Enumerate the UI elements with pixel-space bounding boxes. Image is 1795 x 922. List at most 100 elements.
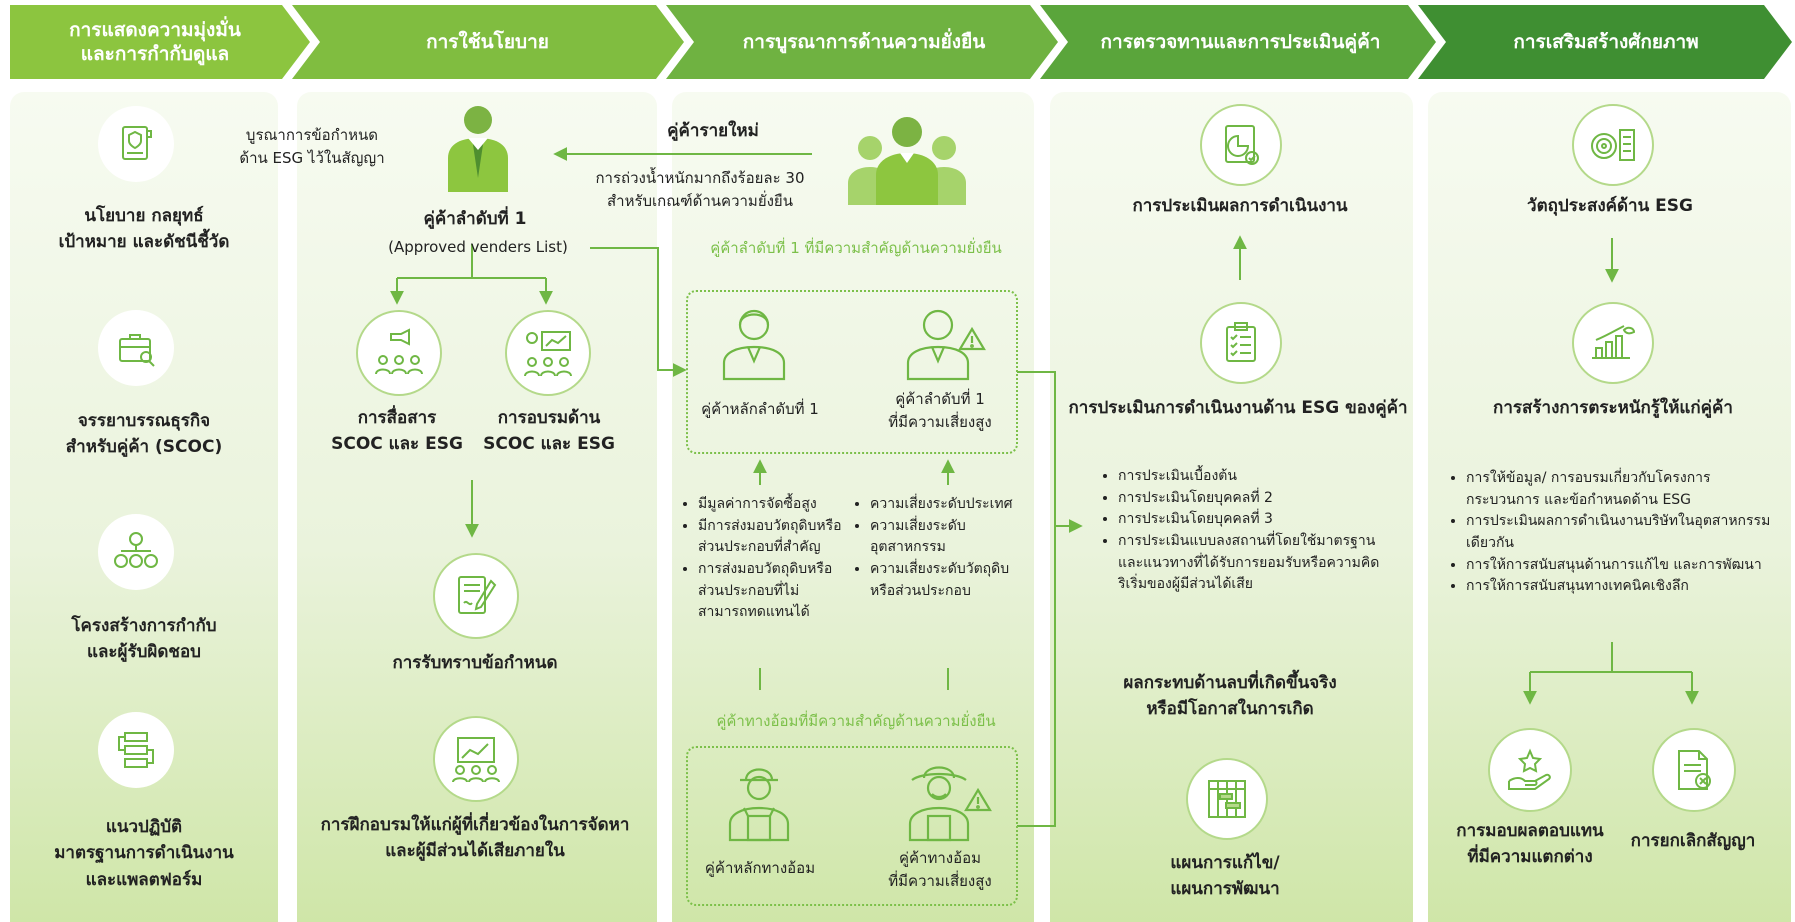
critical-indirect-title: คู่ค้าทางอ้อมที่มีความสำคัญด้านความยั่งย… xyxy=(716,712,996,730)
header-chevron-band xyxy=(10,5,1792,79)
label-line: มาตรฐานการดำเนินงาน xyxy=(54,843,234,864)
note-line: บูรณาการข้อกำหนด xyxy=(245,126,379,144)
hand-star-icon xyxy=(1488,728,1572,812)
label-line: แนวปฏิบัติ xyxy=(105,817,183,837)
header-assessment: การตรวจทานและการประเมินคู่ค้า xyxy=(1068,5,1413,80)
negative-impact-label: ผลกระทบด้านลบที่เกิดขึ้นจริงหรือมีโอกาสใ… xyxy=(1075,670,1385,723)
training-label: การอบรมด้าน SCOC และ ESG xyxy=(464,405,634,458)
businessman-icon xyxy=(448,106,508,192)
label-line: สำหรับคู่ค้า (SCOC) xyxy=(65,437,223,458)
label-line: แผนการแก้ไข/ xyxy=(1170,853,1280,873)
label-line: หรือมีโอกาสในการเกิด xyxy=(1146,699,1314,720)
guideline-label: แนวปฏิบัติมาตรฐานการดำเนินงานและแพลตฟอร์… xyxy=(20,814,268,893)
criteria-list: ความเสี่ยงระดับประเทศ ความเสี่ยงระดับอุต… xyxy=(852,494,1032,602)
label-line: ที่มีความเสี่ยงสูง xyxy=(888,412,992,431)
header-chevron-5 xyxy=(1418,5,1792,79)
right-criteria-list: ความเสี่ยงระดับประเทศ ความเสี่ยงระดับอุต… xyxy=(852,494,1032,602)
integrate-note: บูรณาการข้อกำหนดด้าน ESG ไว้ในสัญญา xyxy=(222,124,402,169)
process-flow-icon xyxy=(98,712,174,788)
panel-integration xyxy=(672,92,1034,922)
list-item: การประเมินแบบลงสถานที่โดยใช้มาตรฐานและแน… xyxy=(1118,531,1390,596)
document-sign-icon xyxy=(433,553,519,639)
high-risk-tier1-person-icon xyxy=(906,309,986,381)
header-commitment: การแสดงความมุ่งมั่นและการกำกับดูแล xyxy=(20,5,290,80)
desc-line: สำหรับเกณฑ์ด้านความยั่งยืน xyxy=(607,191,793,210)
label-line: และผู้มีส่วนได้เสียภายใน xyxy=(385,841,565,862)
list-item: การให้การสนับสนุนทางเทคนิคเชิงลึก xyxy=(1466,576,1778,598)
reward-label: การมอบผลตอบแทนที่มีความแตกต่าง xyxy=(1440,818,1620,871)
plan-label: แผนการแก้ไข/แผนการพัฒนา xyxy=(1110,850,1340,903)
header-text: การใช้นโยบาย xyxy=(426,30,549,53)
list-item: มีมูลค่าการจัดซื้อสูง xyxy=(698,494,846,516)
performance-report-icon xyxy=(1200,104,1282,186)
header-chevron-4 xyxy=(1040,5,1436,79)
label-line: และแพลตฟอร์ม xyxy=(85,869,203,890)
label-line: การมอบผลตอบแทน xyxy=(1456,821,1604,841)
tier1-subtitle: (Approved venders List) xyxy=(388,238,568,256)
label-line: คู่ค้าทางอ้อม xyxy=(898,849,982,867)
evaluation-list: การประเมินเบื้องต้น การประเมินโดยบุคคลที… xyxy=(1100,466,1390,596)
header-text: และการกำกับดูแล xyxy=(80,42,230,65)
label-line: และผู้รับผิดชอบ xyxy=(87,642,201,663)
list-item: การให้การสนับสนุนด้านการแก้ไข และการพัฒน… xyxy=(1466,555,1778,577)
label-line: จรรยาบรรณธุรกิจ xyxy=(77,411,211,431)
label-line: ที่มีความเสี่ยงสูง xyxy=(888,871,992,890)
new-vendor-title: คู่ค้ารายใหม่ xyxy=(667,121,759,141)
header-chevron-3 xyxy=(666,5,1058,79)
terminate-label: การยกเลิกสัญญา xyxy=(1630,831,1756,851)
org-structure-icon xyxy=(98,514,174,590)
communication-icon xyxy=(356,310,442,396)
critical-tier1-title: คู่ค้าลำดับที่ 1 ที่มีความสำคัญด้านความย… xyxy=(710,239,1002,257)
list-item: การส่งมอบวัตถุดิบหรือส่วนประกอบที่ไม่สาม… xyxy=(698,559,846,624)
header-chevron-1 xyxy=(10,5,310,79)
label-line: การอบรมด้าน xyxy=(497,408,601,428)
header-text: การบูรณาการด้านความยั่งยืน xyxy=(742,30,986,53)
label-line: แผนการพัฒนา xyxy=(1170,879,1280,900)
label-line: คู่ค้าลำดับที่ 1 xyxy=(895,390,985,408)
high-risk-indirect-farmer-icon xyxy=(908,766,992,842)
policy-label: นโยบาย กลยุทธ์เป้าหมาย และดัชนีชี้วัด xyxy=(20,203,268,256)
header-text: การตรวจทานและการประเมินคู่ค้า xyxy=(1100,30,1381,53)
label-line: SCOC และ ESG xyxy=(331,434,463,455)
training-icon xyxy=(505,310,591,396)
header-chevron-2 xyxy=(292,5,684,79)
label-line: SCOC และ ESG xyxy=(483,434,615,455)
list-item: การให้ข้อมูล/ การอบรมเกี่ยวกับโครงการ กร… xyxy=(1466,468,1778,511)
desc-line: การถ่วงน้ำหนักมากถึงร้อยละ 30 xyxy=(595,169,805,187)
label-line: ผลกระทบด้านลบที่เกิดขึ้นจริง xyxy=(1123,673,1337,693)
label-line: โครงสร้างการกำกับ xyxy=(71,616,217,636)
label-line: เป้าหมาย และดัชนีชี้วัด xyxy=(58,232,230,253)
criteria-list: มีมูลค่าการจัดซื้อสูง มีการส่งมอบวัตถุดิ… xyxy=(680,494,846,624)
key-tier1-label: คู่ค้าหลักลำดับที่ 1 xyxy=(701,400,819,418)
label-line: การสื่อสาร xyxy=(357,408,437,428)
critical-tier1-box xyxy=(686,290,1018,454)
label-line: การฝึกอบรมให้แก่ผู้ที่เกี่ยวข้องในการจัด… xyxy=(320,815,630,835)
label-line: ที่มีความแตกต่าง xyxy=(1467,847,1593,868)
header-capability: การเสริมสร้างศักยภาพ xyxy=(1446,5,1766,80)
checklist-clipboard-icon xyxy=(1200,302,1282,384)
cancel-document-icon xyxy=(1652,728,1736,812)
note-line: ด้าน ESG ไว้ในสัญญา xyxy=(239,148,385,167)
label-line: นโยบาย กลยุทธ์ xyxy=(84,206,204,226)
key-tier1-person-icon xyxy=(722,309,786,381)
gantt-plan-icon xyxy=(1186,758,1268,840)
performance-eval-label: การประเมินผลการดำเนินงาน xyxy=(1132,196,1348,216)
support-items: การให้ข้อมูล/ การอบรมเกี่ยวกับโครงการ กร… xyxy=(1448,468,1778,598)
header-policy: การใช้นโยบาย xyxy=(320,5,655,80)
new-vendor-group-icon xyxy=(848,117,966,205)
eval-list: การประเมินเบื้องต้น การประเมินโดยบุคคลที… xyxy=(1100,466,1390,596)
esg-objective-label: วัตถุประสงค์ด้าน ESG xyxy=(1527,196,1693,216)
list-item: มีการส่งมอบวัตถุดิบหรือส่วนประกอบที่สำคั… xyxy=(698,516,846,559)
target-checklist-icon xyxy=(1572,104,1654,186)
workshop-label: การฝึกอบรมให้แก่ผู้ที่เกี่ยวข้องในการจัด… xyxy=(300,812,650,865)
header-integration: การบูรณาการด้านความยั่งยืน xyxy=(694,5,1034,80)
communication-label: การสื่อสาร SCOC และ ESG xyxy=(312,405,482,458)
esg-eval-label: การประเมินการดำเนินงานด้าน ESG ของคู่ค้า xyxy=(1068,398,1408,418)
high-risk-tier1-label: คู่ค้าลำดับที่ 1 ที่มีความเสี่ยงสูง xyxy=(870,388,1010,433)
high-risk-indirect-label: คู่ค้าทางอ้อมที่มีความเสี่ยงสูง xyxy=(870,847,1010,892)
list-item: การประเมินโดยบุคคลที่ 3 xyxy=(1118,509,1390,531)
key-indirect-farmer-icon xyxy=(728,768,790,842)
awareness-label: การสร้างการตระหนักรู้ให้แก่คู่ค้า xyxy=(1493,398,1733,418)
list-item: การประเมินเบื้องต้น xyxy=(1118,466,1390,488)
